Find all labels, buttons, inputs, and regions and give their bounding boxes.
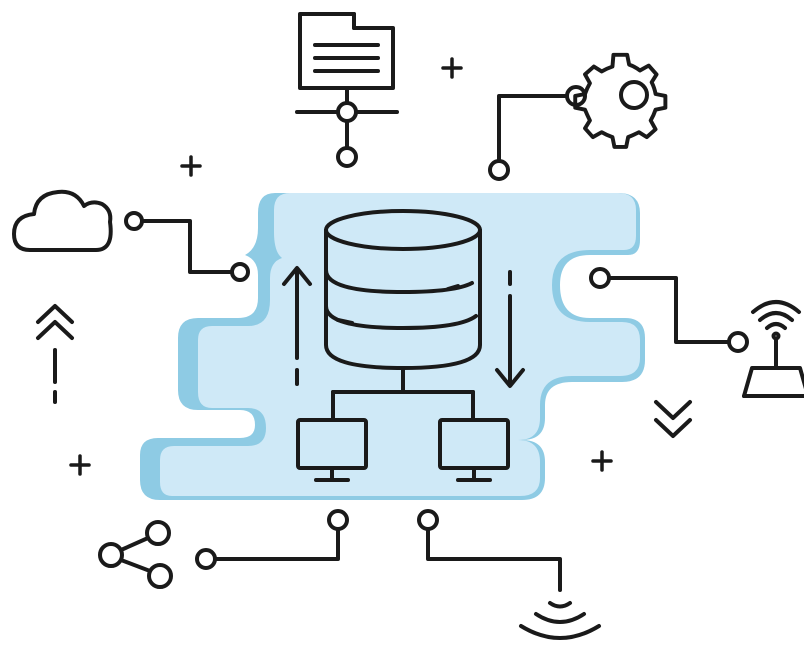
share-connector bbox=[195, 509, 349, 570]
computer-icon-right bbox=[438, 418, 510, 482]
tree-connector bbox=[331, 366, 475, 422]
gear-connector bbox=[488, 85, 587, 181]
background-blob bbox=[140, 193, 645, 500]
wifi-connector bbox=[417, 509, 562, 592]
plus-icon bbox=[69, 57, 613, 476]
arrow-down-icon bbox=[495, 270, 525, 388]
cloud-icon bbox=[12, 189, 113, 252]
double-chevron-up-icon bbox=[36, 304, 74, 404]
wifi-signal-icon bbox=[519, 601, 601, 640]
arrow-up-icon bbox=[282, 266, 312, 386]
router-connector bbox=[589, 267, 749, 353]
double-chevron-down-icon bbox=[654, 400, 692, 438]
computer-icon-left bbox=[296, 418, 368, 482]
document-icon bbox=[295, 12, 399, 168]
share-icon bbox=[98, 520, 173, 589]
cloud-connector bbox=[124, 211, 250, 282]
settings-gear-icon bbox=[573, 52, 668, 149]
router-icon bbox=[742, 300, 804, 398]
